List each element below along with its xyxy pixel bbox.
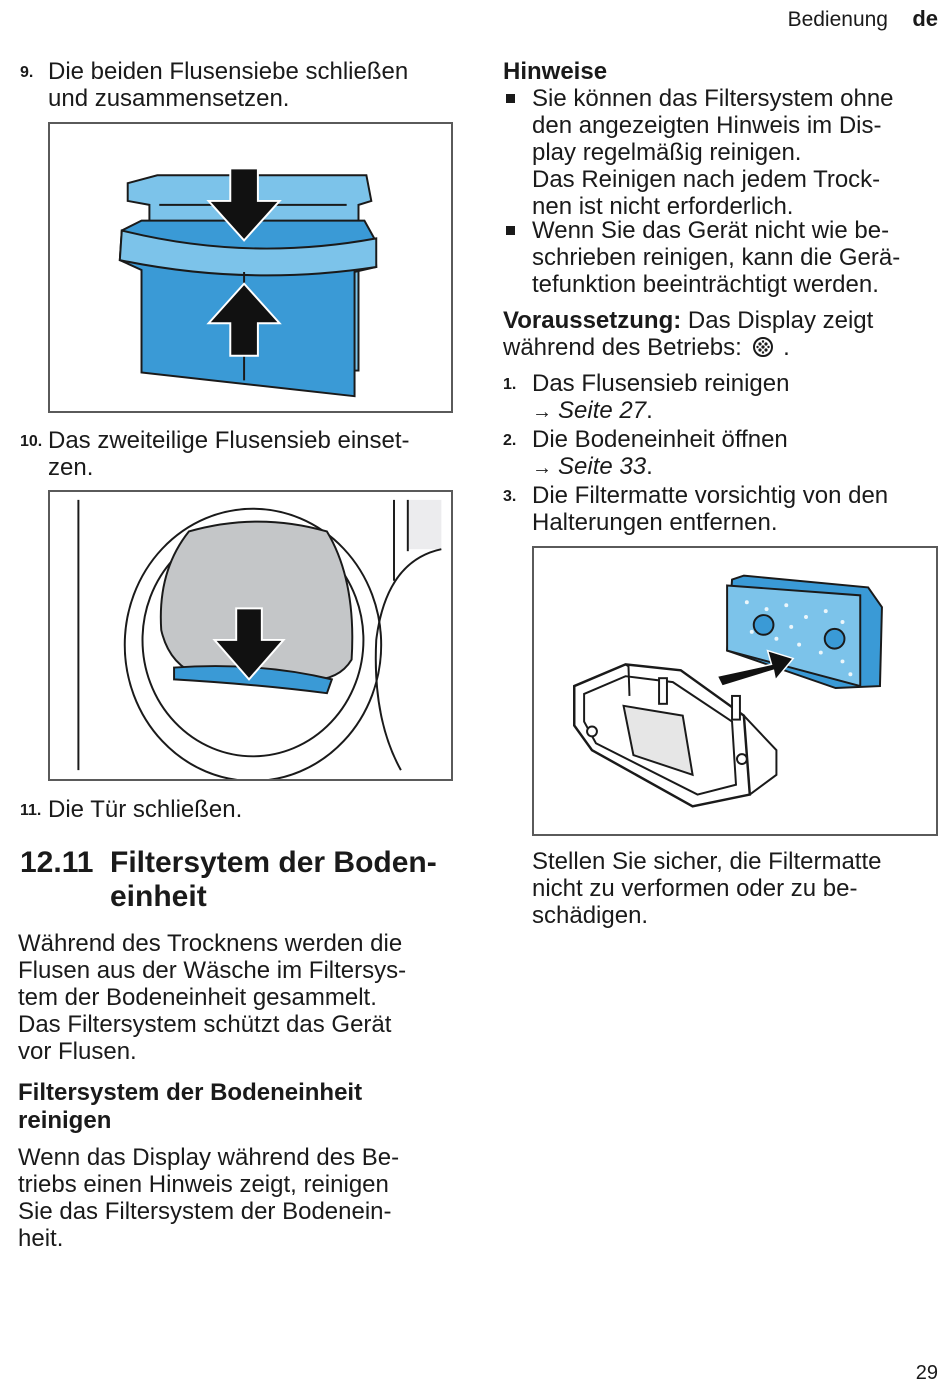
step-number: 3. <box>503 488 517 505</box>
text-line: play regelmäßig reinigen. <box>532 139 802 166</box>
step-number: 2. <box>503 432 517 449</box>
note-2: Wenn Sie das Gerät nicht wie be- schrieb… <box>503 217 933 298</box>
step-number: 9. <box>20 64 34 81</box>
step-number: 11. <box>20 802 42 819</box>
section-title-line: einheit <box>110 880 207 913</box>
section-heading: 12.11 Filtersytem der Boden- einheit <box>20 846 450 914</box>
header-section-title: Bedienung <box>787 8 888 31</box>
step-10: 10. Das zweiteilige Flusensieb einset- z… <box>20 427 440 481</box>
figure-lint-filters-close <box>48 122 453 413</box>
page-number: 29 <box>915 1362 938 1384</box>
step-2: 2. Die Bodeneinheit öffnen →Seite 33. <box>503 426 933 482</box>
section-number: 12.11 <box>20 846 94 879</box>
bullet-icon <box>506 94 515 103</box>
step-text-line: und zusammensetzen. <box>48 85 290 112</box>
figure-insert-lint-filter <box>48 490 453 781</box>
notes-title: Hinweise <box>503 58 608 85</box>
arrow-right-icon: → <box>532 401 552 423</box>
step-text-line: Die Bodeneinheit öffnen <box>532 426 788 453</box>
text-line: Flusen aus der Wäsche im Filtersys- <box>18 957 407 984</box>
arrow-right-icon: → <box>532 457 552 479</box>
section-intro: Während des Trocknens werden die Flusen … <box>18 930 448 1065</box>
text-line: heit. <box>18 1225 64 1252</box>
section-title-line: Filtersytem der Boden- <box>110 846 437 879</box>
step-1: 1. Das Flusensieb reinigen →Seite 27. <box>503 370 933 426</box>
result-text: Stellen Sie sicher, die Filtermatte nich… <box>532 848 942 929</box>
arrow-right-icon <box>716 649 795 687</box>
text-line: schrieben reinigen, kann die Gerä- <box>532 244 901 271</box>
note-1: Sie können das Filtersystem ohne den ang… <box>503 85 933 220</box>
prerequisite-label: Voraussetzung: <box>503 307 682 334</box>
arrow-up-icon <box>206 282 282 357</box>
text-line: schädigen. <box>532 902 649 929</box>
step-text-line: Das zweiteilige Flusensieb einset- <box>48 427 410 454</box>
text-line: Wenn das Display während des Be- <box>18 1144 400 1171</box>
text-line: tem der Bodeneinheit gesammelt. <box>18 984 377 1011</box>
prerequisite-text: während des Betriebs: <box>503 334 742 361</box>
subheading-text: Wenn das Display während des Be- triebs … <box>18 1144 448 1252</box>
step-text-line: zen. <box>48 454 94 481</box>
filter-mat-illustration <box>573 574 883 808</box>
text-line: vor Flusen. <box>18 1038 137 1065</box>
arrow-down-icon <box>206 167 282 242</box>
step-3: 3. Die Filtermatte vorsichtig von den Ha… <box>503 482 933 536</box>
step-text-line: Die beiden Flusensiebe schließen <box>48 58 409 85</box>
text-line: Das Filtersystem schützt das Gerät <box>18 1011 392 1038</box>
text-line: nicht zu verformen oder zu be- <box>532 875 858 902</box>
text-line: Sie das Filtersystem der Bodenein- <box>18 1198 392 1225</box>
bullet-icon <box>506 226 515 235</box>
step-number: 1. <box>503 376 517 393</box>
step-9: 9. Die beiden Flusensiebe schließen und … <box>20 58 440 112</box>
step-number: 10. <box>20 433 43 450</box>
text-line: Das Reinigen nach jedem Trock- <box>532 166 881 193</box>
page-reference-link[interactable]: Seite 33 <box>558 453 647 480</box>
text-line: Sie können das Filtersystem ohne <box>532 85 894 112</box>
dryer-door-illustration <box>77 499 442 779</box>
filter-display-icon <box>752 336 774 364</box>
subheading-line: Filtersystem der Bodeneinheit <box>18 1079 363 1106</box>
step-text-line: Halterungen entfernen. <box>532 509 778 536</box>
text-line: Während des Trocknens werden die <box>18 930 403 957</box>
prerequisite-end: . <box>783 334 790 361</box>
text-line: triebs einen Hinweis zeigt, reinigen <box>18 1171 389 1198</box>
step-11: 11. Die Tür schließen. <box>20 796 440 823</box>
figure-filter-mat-removal <box>532 546 938 836</box>
lint-filter-illustration <box>118 167 378 398</box>
page-reference-link[interactable]: Seite 27 <box>558 397 647 424</box>
step-text-line: Das Flusensieb reinigen <box>532 370 790 397</box>
subheading: Filtersystem der Bodeneinheit reinigen <box>18 1079 448 1135</box>
prerequisite-text: Das Display zeigt <box>687 307 874 334</box>
step-text-line: Die Tür schließen. <box>48 796 243 823</box>
text-line: Stellen Sie sicher, die Filtermatte <box>532 848 882 875</box>
text-line: nen ist nicht erforderlich. <box>532 193 794 220</box>
text-line: tefunktion beeinträchtigt werden. <box>532 271 879 298</box>
text-line: Wenn Sie das Gerät nicht wie be- <box>532 217 890 244</box>
arrow-down-icon <box>212 607 286 681</box>
text-line: den angezeigten Hinweis im Dis- <box>532 112 882 139</box>
prerequisite: Voraussetzung: Das Display zeigt während… <box>503 307 933 364</box>
subheading-line: reinigen <box>18 1107 112 1134</box>
step-text-line: Die Filtermatte vorsichtig von den <box>532 482 889 509</box>
header-language: de <box>912 6 938 31</box>
